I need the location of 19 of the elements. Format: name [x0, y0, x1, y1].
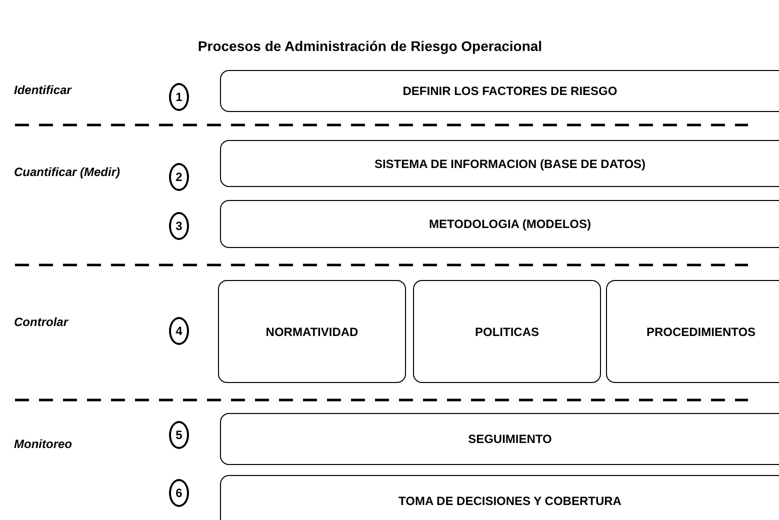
process-box: POLITICAS — [413, 280, 601, 383]
stage-label: Controlar — [14, 315, 70, 329]
process-box: METODOLOGIA (MODELOS) — [220, 200, 779, 248]
stage-label: Identificar — [14, 83, 73, 97]
diagram-title: Procesos de Administración de Riesgo Operacional — [196, 38, 544, 54]
number-circle: 3 — [169, 212, 189, 240]
number-circle: 4 — [169, 317, 189, 345]
number-circle: 6 — [169, 479, 189, 507]
process-box: PROCEDIMIENTOS — [606, 280, 779, 383]
stage-label: Monitoreo — [14, 437, 73, 451]
process-box: SISTEMA DE INFORMACION (BASE DE DATOS) — [220, 140, 779, 187]
process-box: TOMA DE DECISIONES Y COBERTURA — [220, 475, 779, 520]
process-box: SEGUIMIENTO — [220, 413, 779, 465]
stage-label: Cuantificar (Medir) — [14, 165, 122, 179]
number-circle: 1 — [169, 83, 189, 111]
number-circle: 2 — [169, 163, 189, 191]
process-box: DEFINIR LOS FACTORES DE RIESGO — [220, 70, 779, 112]
number-circle: 5 — [169, 421, 189, 449]
process-box: NORMATIVIDAD — [218, 280, 406, 383]
